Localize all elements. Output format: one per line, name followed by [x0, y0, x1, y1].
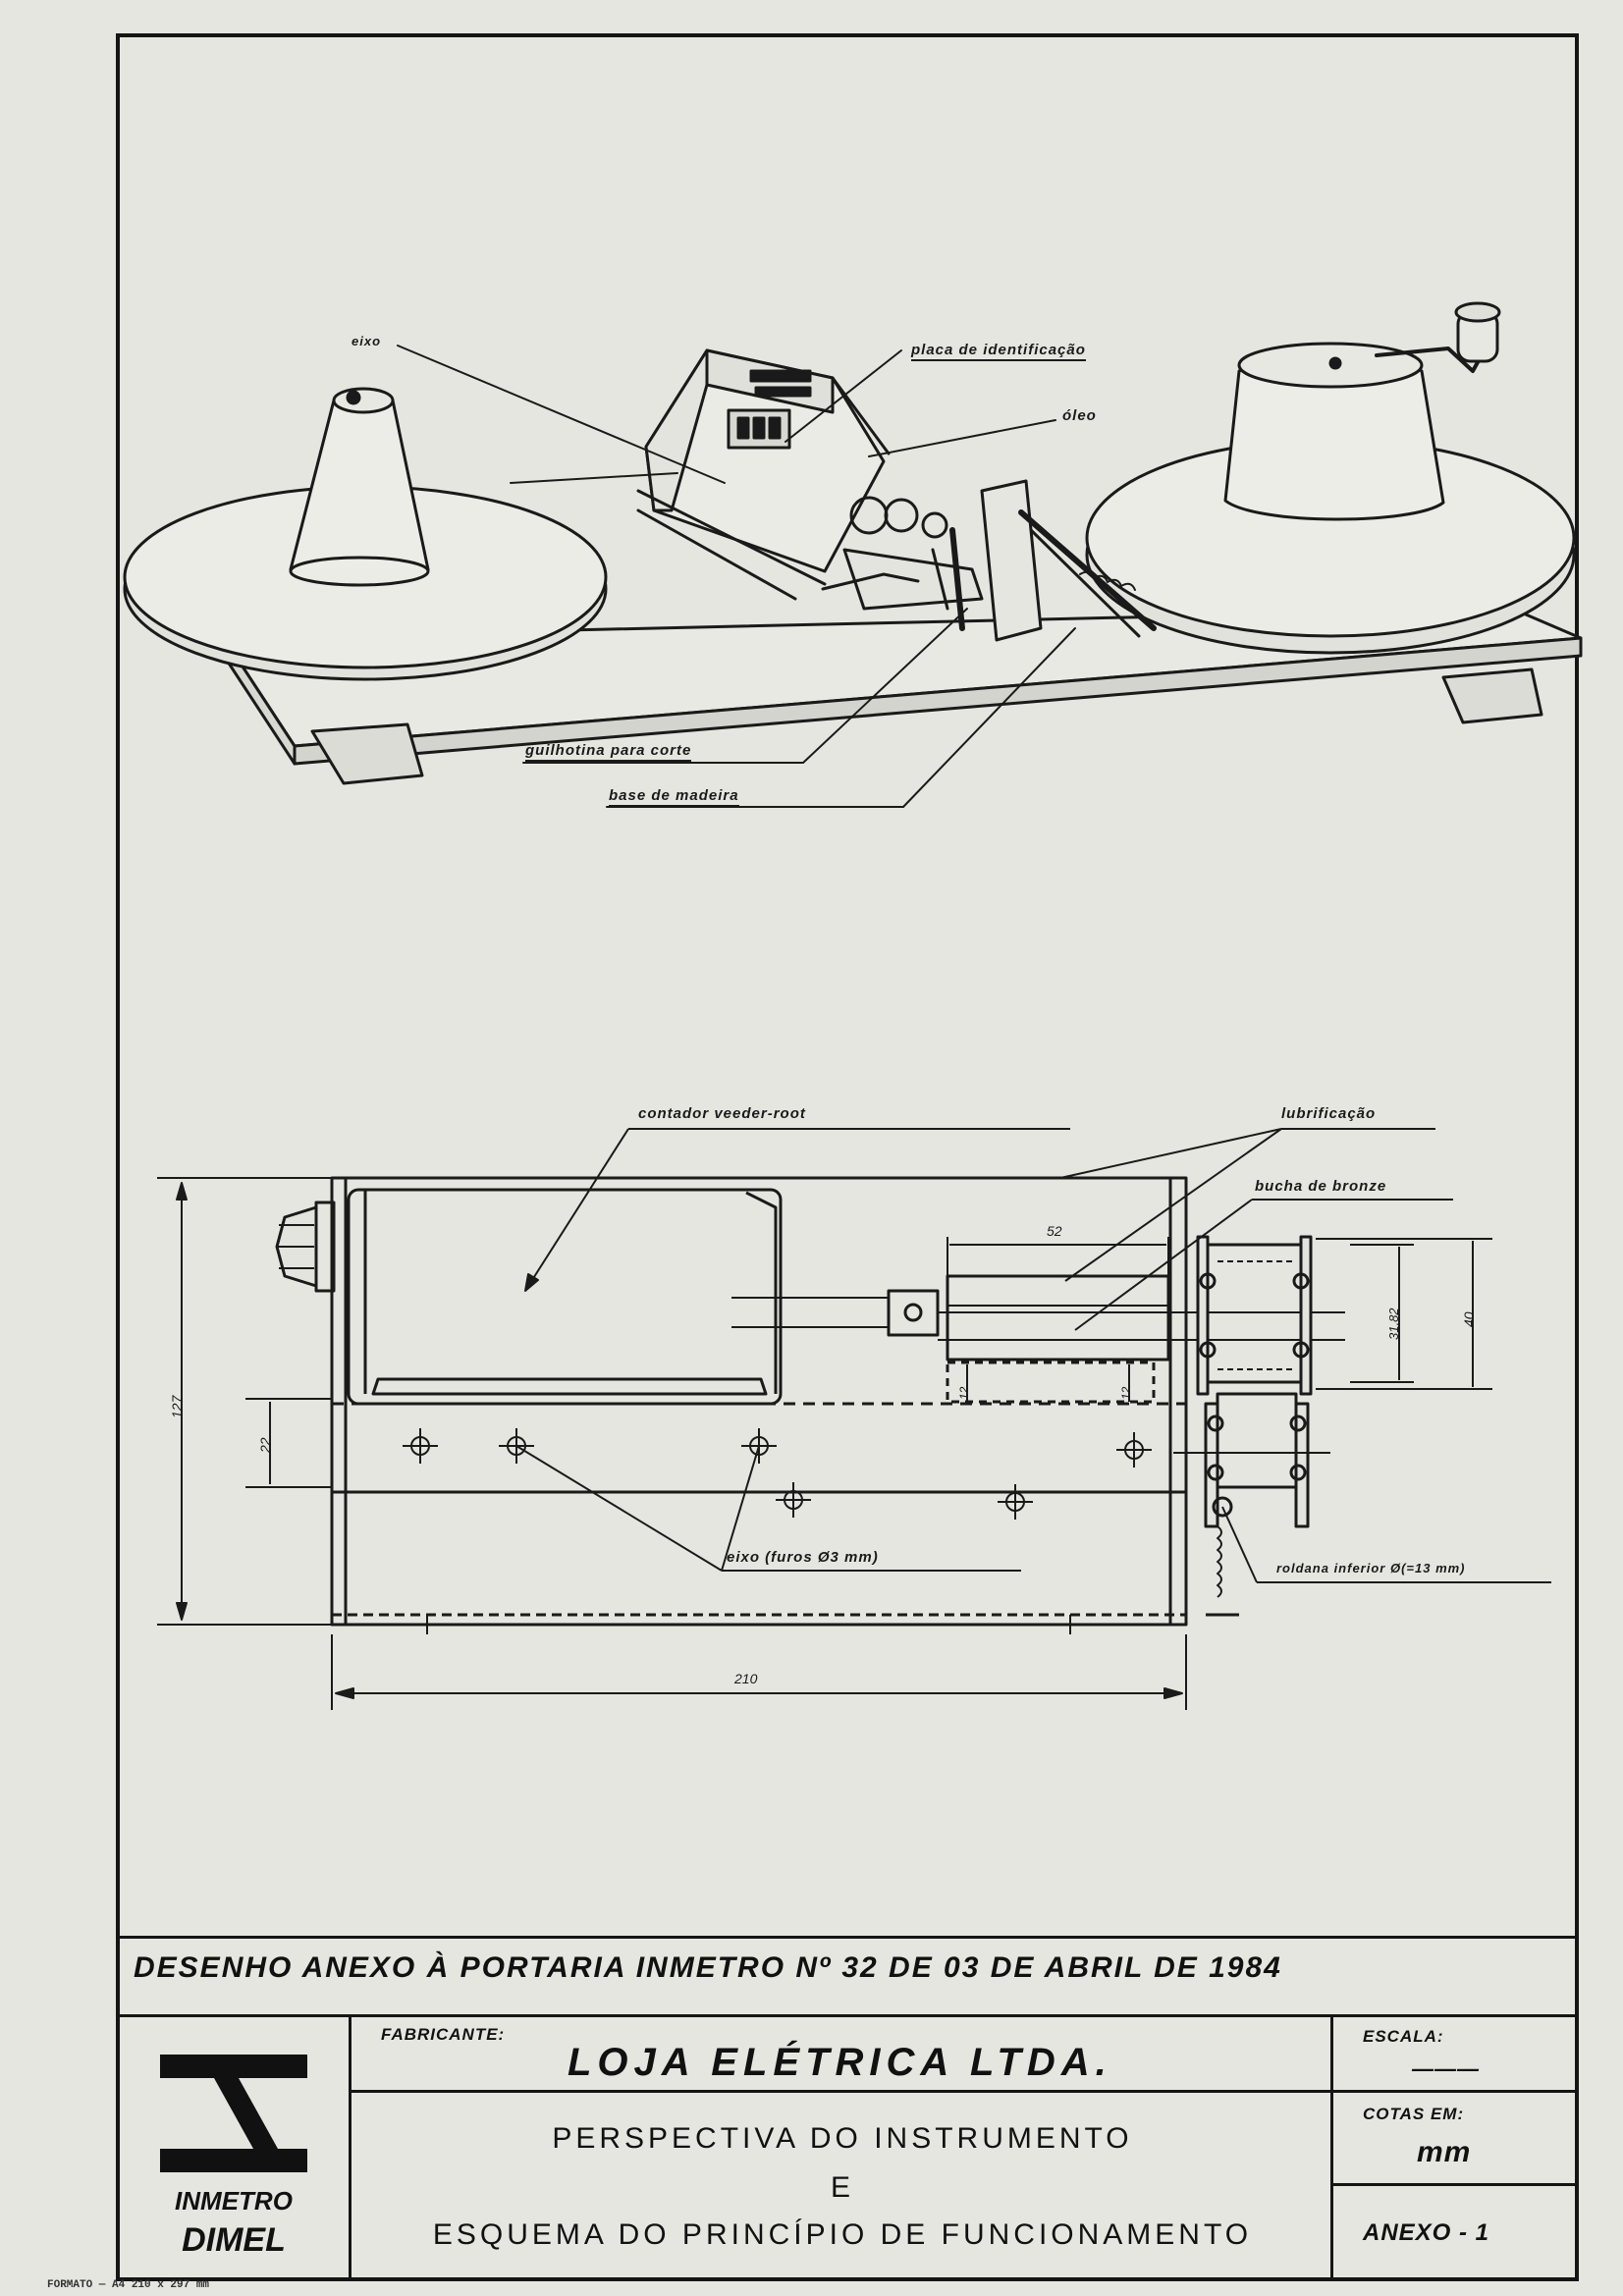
inmetro-logo-mark	[160, 2055, 307, 2172]
logo-cell: INMETRO DIMEL	[116, 2014, 352, 2281]
leader-lines	[397, 345, 1076, 808]
left-reel	[123, 387, 608, 681]
schematic-leaders	[515, 1128, 1551, 1583]
dim-12-right: 12	[1119, 1386, 1133, 1400]
description-line-3: ESQUEMA DO PRINCÍPIO DE FUNCIONAMENTO	[432, 2218, 1253, 2251]
label-eixo-furos: eixo (furos Ø3 mm)	[727, 1549, 879, 1566]
description-cell: PERSPECTIVA DO INSTRUMENTO E ESQUEMA DO …	[349, 2090, 1333, 2281]
title-separator	[116, 1936, 1579, 1939]
label-oleo: óleo	[1062, 407, 1097, 424]
shaft-holes	[403, 1428, 1152, 1634]
right-reel	[1085, 301, 1576, 655]
label-bucha-bronze: bucha de bronze	[1255, 1178, 1387, 1195]
escala-label: ESCALA:	[1363, 2027, 1444, 2046]
anexo-number: ANEXO - 1	[1363, 2219, 1490, 2246]
label-base-madeira: base de madeira	[609, 787, 739, 807]
paper-format-footer: FORMATO — A4 210 x 297 mm	[47, 2279, 210, 2291]
fabricante-value: LOJA ELÉTRICA LTDA.	[568, 2041, 1112, 2084]
annex-title: DESENHO ANEXO À PORTARIA INMETRO Nº 32 D…	[134, 1951, 1282, 1984]
fabricante-cell: FABRICANTE: LOJA ELÉTRICA LTDA.	[349, 2014, 1333, 2093]
logo-inmetro-text: INMETRO	[175, 2186, 293, 2216]
dim-210: 210	[734, 1671, 758, 1686]
label-roldana-inferior: roldana inferior Ø(=13 mm)	[1276, 1561, 1466, 1575]
upper-roller	[1196, 1235, 1313, 1396]
escala-value: ———	[1412, 2056, 1480, 2081]
label-lubrificacao: lubrificação	[1281, 1105, 1377, 1122]
guillotine	[980, 479, 1157, 642]
escala-cell: ESCALA: ———	[1330, 2014, 1579, 2093]
label-placa-identificacao: placa de identificação	[911, 342, 1086, 361]
dim-52: 52	[1047, 1223, 1062, 1239]
label-contador: contador veeder-root	[638, 1105, 806, 1122]
description-line-1: PERSPECTIVA DO INSTRUMENTO	[552, 2122, 1133, 2155]
fabricante-label: FABRICANTE:	[381, 2025, 506, 2044]
dim-12-left: 12	[957, 1386, 971, 1400]
description-line-2: E	[830, 2171, 854, 2204]
dimension-lines	[157, 1177, 1492, 1710]
cotas-label: COTAS EM:	[1363, 2105, 1465, 2123]
lower-roller	[1173, 1392, 1330, 1617]
label-guilhotina: guilhotina para corte	[525, 742, 692, 762]
cotas-value: mm	[1417, 2136, 1472, 2168]
dim-40: 40	[1461, 1311, 1477, 1327]
shaft-bushings	[731, 1274, 1345, 1404]
label-eixo: eixo	[352, 334, 382, 348]
dim-31-82: 31,82	[1386, 1308, 1401, 1340]
logo-dimel-text: DIMEL	[182, 2221, 286, 2259]
anexo-cell: ANEXO - 1	[1330, 2183, 1579, 2281]
dim-127: 127	[169, 1395, 185, 1418]
counter-housing	[636, 348, 984, 631]
dim-22: 22	[257, 1437, 273, 1453]
cotas-cell: COTAS EM: mm	[1330, 2090, 1579, 2186]
